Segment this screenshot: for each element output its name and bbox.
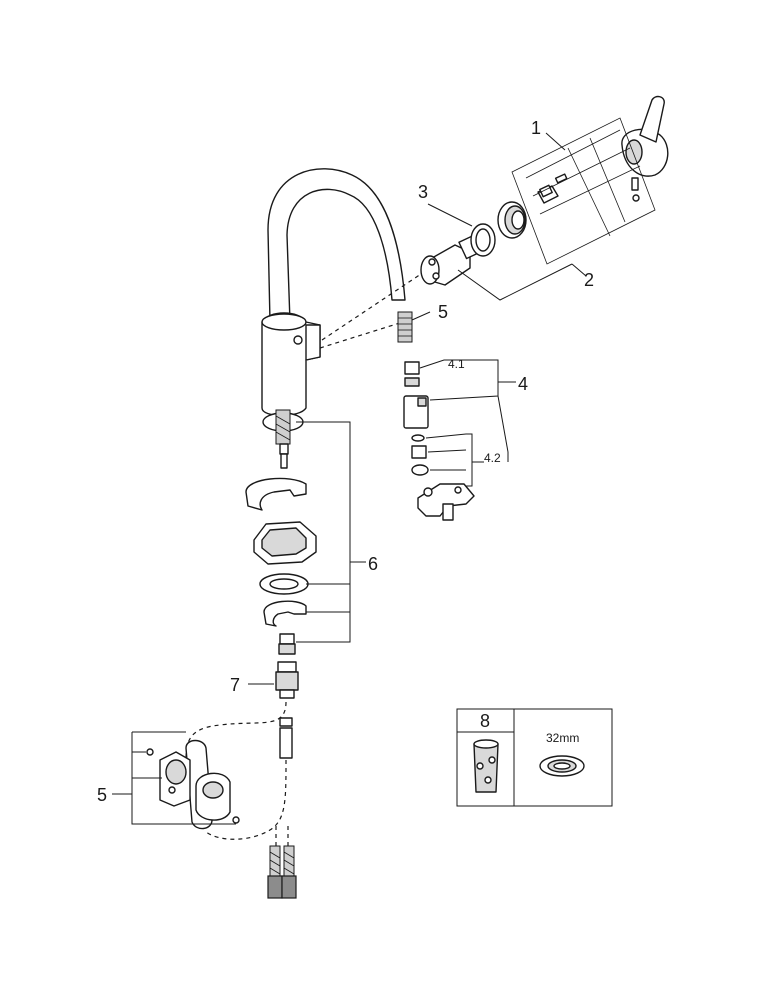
callout-3: 3 [418, 182, 428, 202]
callout-2: 2 [584, 270, 594, 290]
spray-body [403, 395, 429, 429]
assembly-tool [473, 739, 499, 793]
ring-washer [259, 573, 309, 595]
callout-1: 1 [531, 118, 541, 138]
horseshoe-washer-bottom [263, 600, 307, 627]
hose-path-dashed [185, 701, 287, 761]
quick-connector [275, 661, 299, 699]
callout-6: 6 [368, 554, 378, 574]
fastening-nut [278, 633, 296, 655]
o-ring-3 [470, 223, 496, 257]
spray-part-4-2 [411, 434, 429, 476]
spray-part-4-1 [404, 361, 420, 387]
callout-7: 7 [230, 675, 240, 695]
callout-5-bottom: 5 [97, 785, 107, 805]
hose-guide-bracket [146, 739, 240, 830]
callout-4-1: 4.1 [448, 357, 465, 371]
callout-frame-1 [511, 117, 656, 265]
axis-line-body [319, 321, 404, 349]
faucet-body [261, 168, 406, 417]
supply-hose-top [262, 409, 304, 469]
spray-head-base [417, 483, 475, 521]
hose-connector-top [397, 311, 413, 343]
supply-sleeve [279, 717, 293, 759]
callout-4: 4 [518, 374, 528, 394]
inset-tool-box: 8 32mm [456, 708, 613, 807]
lever-handle [621, 95, 669, 202]
callout-4-2: 4.2 [484, 451, 501, 465]
dome-cap [497, 201, 527, 239]
callout-5-top: 5 [438, 302, 448, 322]
screw-small [554, 173, 568, 184]
mounting-plate [253, 521, 317, 565]
callout-8: 8 [480, 711, 490, 731]
seal-ring-32mm [539, 755, 585, 777]
supply-hoses-bottom [267, 845, 297, 899]
horseshoe-washer-top [245, 477, 307, 511]
dimension-label: 32mm [546, 731, 579, 745]
adapter-nut [537, 184, 559, 204]
